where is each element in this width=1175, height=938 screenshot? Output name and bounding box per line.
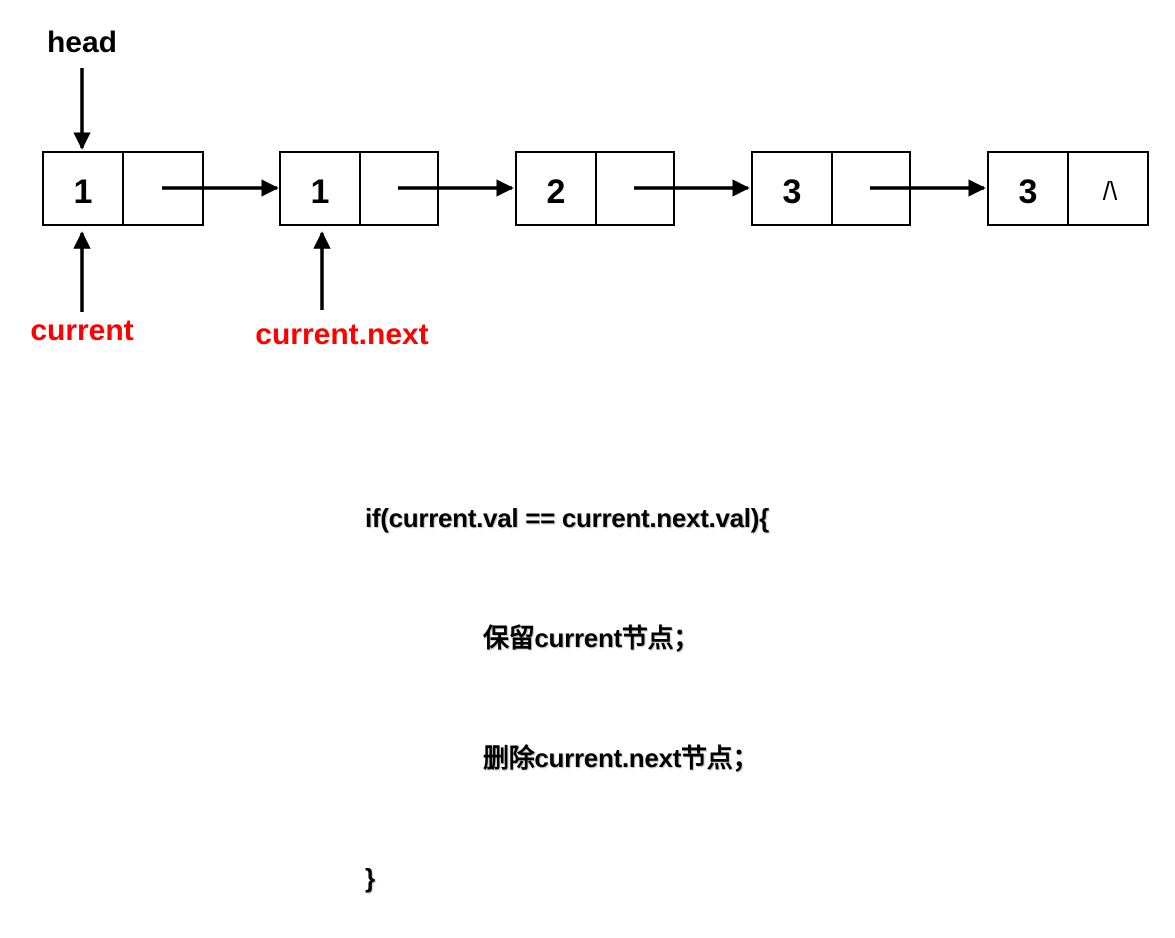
linked-list-diagram: head 1 1 2 3 3 /\ current current.next: [30, 26, 1149, 351]
node-value-cell: [279, 151, 361, 226]
node-value: 2: [547, 173, 566, 211]
list-node: 3 /\: [987, 151, 1149, 226]
code-line-condition: if(current.val == current.next.val){: [365, 503, 769, 533]
current-next-label: current.next: [255, 318, 428, 351]
code-block: if(current.val == current.next.val){ 保留c…: [365, 418, 769, 938]
code-line-keep: 保留current节点；: [483, 623, 699, 653]
node-value: 3: [1019, 173, 1038, 211]
node-value: 3: [783, 173, 802, 211]
code-line-close-brace: }: [365, 863, 375, 893]
current-label: current: [30, 314, 133, 347]
node-value-cell: [751, 151, 833, 226]
head-label: head: [47, 26, 117, 59]
null-pointer-symbol: /\: [1103, 176, 1118, 206]
node-value-cell: [42, 151, 124, 226]
node-value: 1: [311, 173, 330, 211]
code-line-delete: 删除current.next节点；: [483, 743, 759, 773]
node-value-cell: [987, 151, 1069, 226]
node-value: 1: [74, 173, 93, 211]
node-next-cell: [1067, 151, 1149, 226]
